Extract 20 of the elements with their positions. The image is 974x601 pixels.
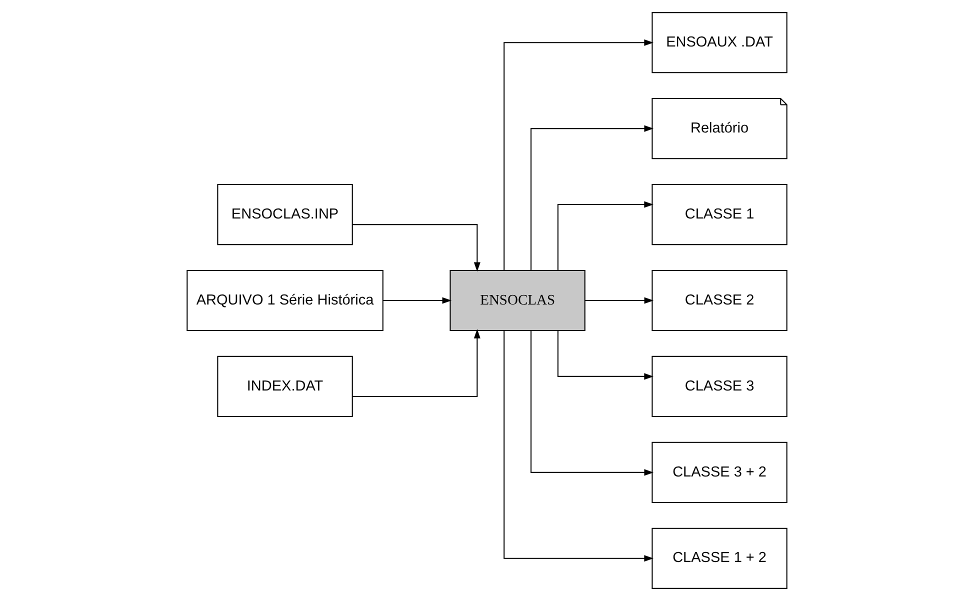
- node-box: ENSOAUX .DAT: [652, 12, 788, 74]
- node-box: CLASSE 1: [652, 184, 788, 246]
- arrow: [530, 125, 654, 270]
- node-box: INDEX.DAT: [217, 356, 353, 418]
- node-box: ENSOCLAS.INP: [217, 184, 353, 246]
- node-box: CLASSE 3: [652, 356, 788, 418]
- arrow: [530, 330, 654, 476]
- node-box: ARQUIVO 1 Série Histórica: [186, 270, 384, 332]
- arrow: [557, 201, 654, 270]
- arrow: [352, 329, 480, 397]
- node-box: CLASSE 1 + 2: [652, 528, 788, 589]
- node-box: CLASSE 2: [652, 270, 788, 332]
- arrow: [585, 297, 654, 304]
- arrow: [352, 224, 480, 272]
- node-box: CLASSE 3 + 2: [652, 442, 788, 503]
- arrow: [504, 330, 654, 562]
- node-box: ENSOCLAS: [450, 270, 586, 332]
- arrow: [557, 330, 654, 380]
- arrow: [382, 297, 452, 304]
- arrow: [504, 39, 654, 270]
